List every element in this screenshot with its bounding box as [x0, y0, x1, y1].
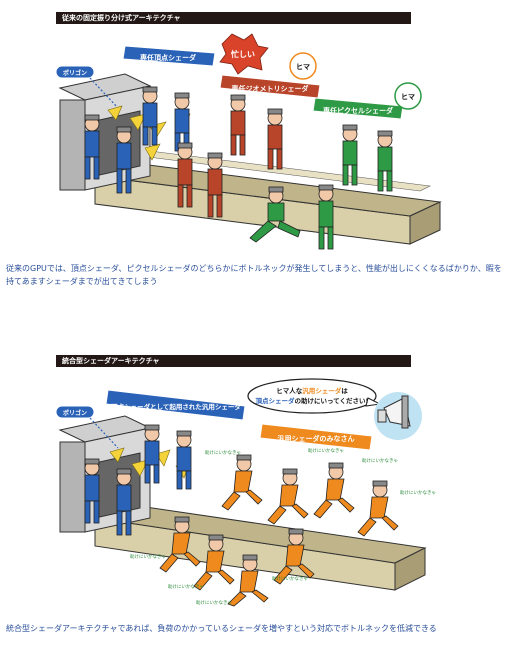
polygon-tag: ポリゴン: [55, 405, 95, 419]
idle-text-2: ヒマ: [401, 93, 415, 101]
polygon-label: ポリゴン: [63, 409, 87, 417]
general-shader-workers: [159, 454, 399, 607]
orange-runner: [357, 480, 399, 537]
green-worker-sitting: [249, 186, 301, 243]
runner-shouts: 助けにいかなきゃ 助けにいかなきゃ 助けにいかなきゃ 助けにいかなきゃ 助けにい…: [130, 447, 436, 606]
vertex-shader-banner: 専任頂点シェーダ: [122, 45, 216, 67]
section1-header: 従来の固定振り分け式アーキテクチャ: [56, 12, 411, 24]
busy-text: 忙しい: [231, 49, 255, 59]
geometry-shader-workers: [177, 94, 283, 218]
orange-runner: [267, 468, 309, 525]
polygon-machine: [58, 73, 152, 191]
megaphone-line1: ヒマ人な汎用シェーダは: [276, 386, 348, 395]
pixel-shader-workers: [249, 124, 393, 250]
general-banner-text: 汎用シェーダのみなさん: [278, 434, 355, 443]
orange-runner: [313, 462, 355, 519]
megaphone-line2: 頂点シェーダの助けにいってください!: [256, 396, 369, 405]
busy-bubble: 忙しい: [219, 33, 269, 75]
blue-worker: [174, 92, 190, 152]
shout-text: 助けにいかなきゃ: [272, 575, 308, 582]
shout-text: 助けにいかなきゃ: [130, 553, 166, 560]
orange-runner: [273, 528, 315, 585]
blue-worker: [84, 114, 100, 180]
shout-text: 助けにいかなきゃ: [205, 449, 241, 456]
green-worker: [377, 130, 393, 192]
shout-text: 助けにいかなきゃ: [308, 447, 344, 454]
vertex-banner-text: 頂点シェーダとして起用された汎用シェーダ: [111, 402, 241, 411]
blue-worker: [116, 126, 132, 194]
red-worker: [267, 108, 283, 170]
red-worker: [177, 142, 193, 208]
blue-worker: [84, 458, 100, 524]
vertex-shader-workers: [84, 86, 190, 194]
megaphone-bubble: ヒマ人な汎用シェーダは 頂点シェーダの助けにいってください!: [247, 378, 382, 414]
fixed-architecture-illustration: ポリゴン 専任頂点シェーダ 専任ジオメトリシェーダ: [55, 33, 442, 250]
polygon-label: ポリゴン: [63, 69, 87, 77]
red-worker: [230, 94, 246, 156]
general-shader-banner: 汎用シェーダのみなさん: [259, 423, 373, 451]
shout-text: 助けにいかなきゃ: [400, 489, 436, 496]
blue-worker: [142, 86, 158, 146]
orange-runner: [221, 454, 263, 511]
pixel-shader-banner: 専任ピクセルシェーダ: [312, 97, 404, 120]
idle-bubble-1: ヒマ: [289, 52, 317, 80]
geometry-banner-text: 専任ジオメトリシェーダ: [232, 84, 309, 93]
shout-text: 助けにいかなきゃ: [362, 457, 398, 464]
unified-architecture-illustration: ポリゴン 助けにいかなきゃ 助けにいかなきゃ 助けにいかなきゃ 助けにいかなきゃ…: [55, 378, 436, 607]
orange-runner: [227, 554, 269, 607]
vertex-shader-banner: 頂点シェーダとして起用された汎用シェーダ: [105, 389, 246, 421]
polygon-tag: ポリゴン: [55, 65, 95, 79]
idle-text-1: ヒマ: [296, 63, 310, 71]
shout-text: 助けにいかなきゃ: [168, 583, 204, 590]
shout-text: 助けにいかなきゃ: [196, 599, 232, 606]
blue-worker: [176, 430, 192, 490]
green-worker: [318, 184, 334, 250]
red-worker: [207, 152, 223, 218]
idle-bubble-2: ヒマ: [394, 82, 422, 110]
pixel-banner-text: 専任ピクセルシェーダ: [323, 106, 393, 115]
vertex-banner-text: 専任頂点シェーダ: [140, 53, 196, 62]
blue-worker: [144, 424, 160, 484]
orange-runner: [159, 516, 201, 573]
orange-runner: [193, 534, 235, 591]
green-worker: [342, 124, 358, 186]
megaphone-icon: [374, 392, 422, 440]
section2-caption: 統合型シェーダアーキテクチャであれば、負荷のかかっているシェーダを増やすという対…: [6, 624, 437, 633]
vertex-shader-workers: [84, 424, 192, 536]
blue-worker: [116, 468, 132, 536]
section1-caption: 従来のGPUでは、頂点シェーダ、ピクセルシェーダのどちらかにボトルネックが発生し…: [6, 264, 502, 286]
section2-header: 統合型シェーダアーキテクチャ: [56, 355, 411, 367]
